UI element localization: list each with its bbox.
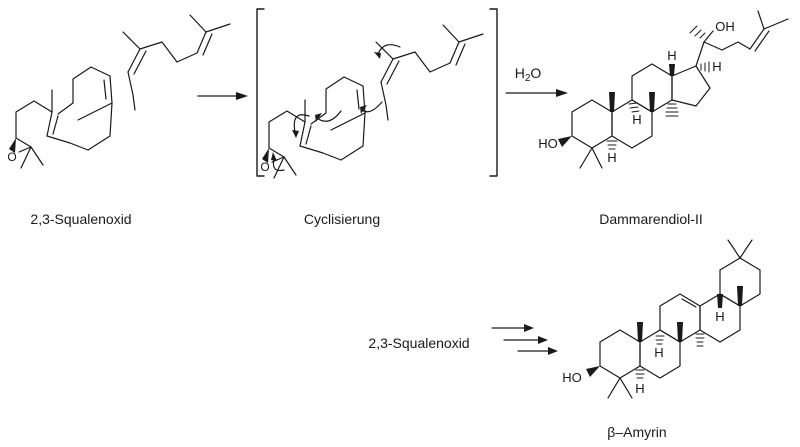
multistep-arrow-2 <box>503 336 548 344</box>
label-squalenoxid-top: 2,3-Squalenoxid <box>30 211 131 227</box>
stereo-h-label: H <box>632 112 641 127</box>
beta-amyrin-structure: HO H H H <box>562 239 761 399</box>
label-squalenoxid-bottom: 2,3-Squalenoxid <box>368 335 469 351</box>
reaction-arrow-1 <box>197 92 248 100</box>
stereo-h-label: H <box>667 48 676 63</box>
stereo-h-label: H <box>635 381 644 396</box>
hydroxyl-label-ho: HO <box>538 136 558 151</box>
hydroxyl-label-oh: OH <box>715 19 735 34</box>
h2o-label: H2O <box>515 65 542 84</box>
stereo-h-label: H <box>712 59 721 74</box>
label-beta-amyrin: β–Amyrin <box>607 424 666 440</box>
bracket-right <box>489 8 498 177</box>
bracket-left <box>256 8 265 177</box>
multistep-arrow-3 <box>517 347 558 355</box>
epoxide-oxygen-label: O <box>7 150 16 164</box>
epoxide-wedge-bond <box>9 138 16 153</box>
curved-arrow-2 <box>292 114 310 138</box>
stereo-h-label: H <box>654 345 663 360</box>
multistep-arrow-1 <box>491 324 534 332</box>
dammarendiol-structure: HO H H H H OH <box>538 10 789 169</box>
hydroxyl-label-ho: HO <box>562 370 582 385</box>
label-dammarendiol: Dammarendiol-II <box>599 211 702 227</box>
h2o-arrow <box>505 89 568 97</box>
curved-arrow-4 <box>360 101 383 114</box>
stereo-h-label: H <box>715 309 724 324</box>
stereo-h-label: H <box>607 150 616 165</box>
squalenoxid-structure: O <box>7 14 231 169</box>
curved-arrow-5 <box>374 44 401 59</box>
label-cyclisierung: Cyclisierung <box>304 211 380 227</box>
curved-arrow-epoxide <box>271 152 285 172</box>
cyclisierung-structure <box>259 24 484 179</box>
curved-arrow-3 <box>315 110 342 122</box>
